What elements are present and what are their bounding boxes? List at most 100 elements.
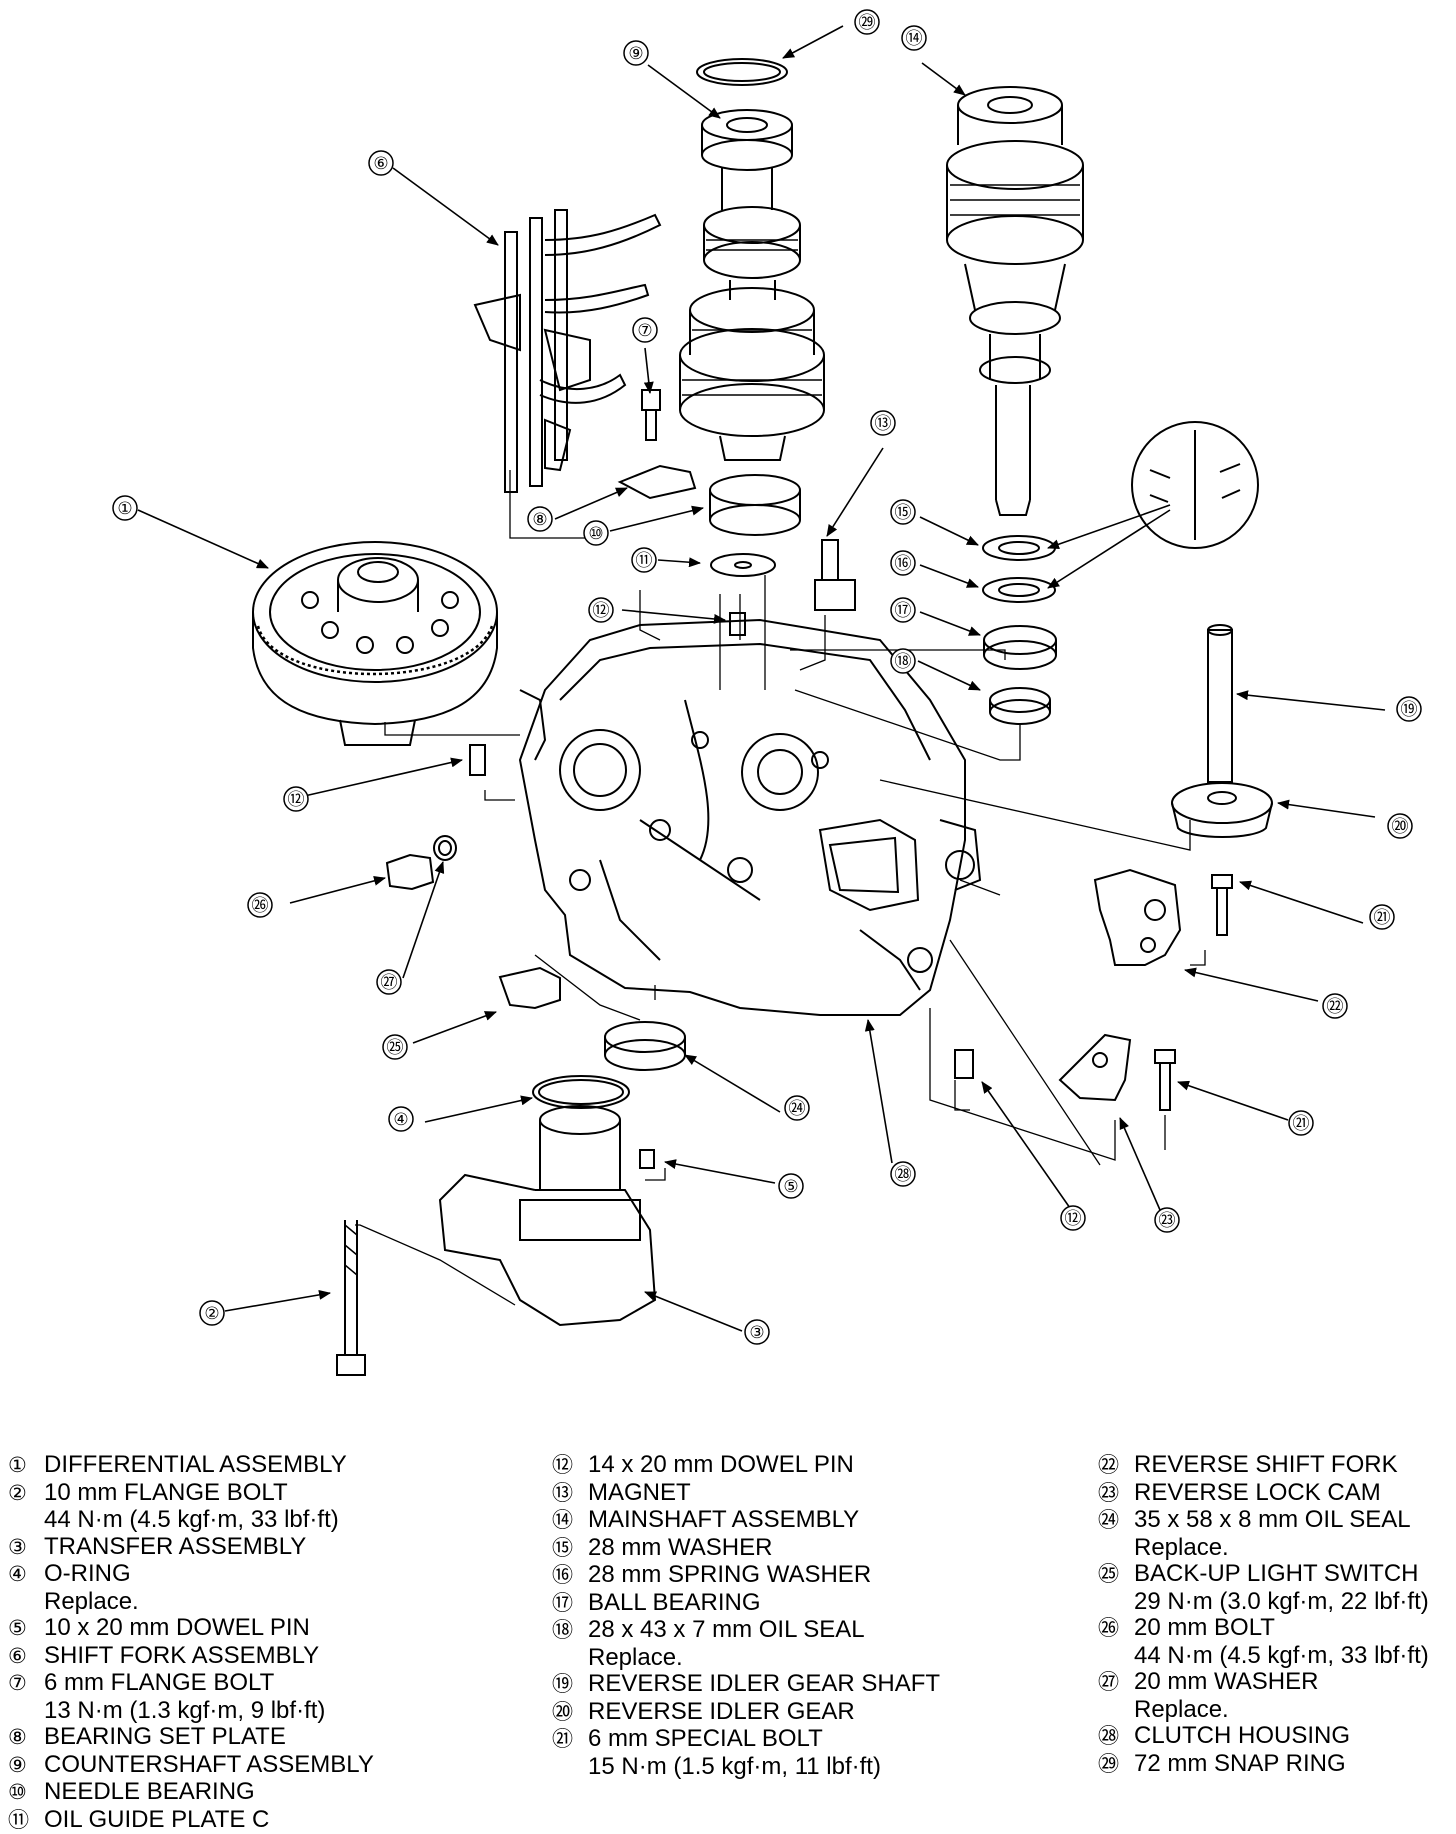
svg-text:⑱: ⑱	[895, 652, 912, 671]
callout-labels: ① ② ③ ④ ⑤ ⑥ ⑦ ⑧ ⑨ ⑩ ⑪ ⑫ ⑫ ⑫ ⑬ ⑭ ⑮ ⑯ ⑰ ⑱ …	[113, 10, 1421, 1344]
legend-item-label: REVERSE IDLER GEAR	[588, 1698, 855, 1725]
legend-item-label: TRANSFER ASSEMBLY	[44, 1533, 306, 1560]
reverse-idler-parts	[1172, 625, 1272, 837]
callout-9: ⑨	[624, 41, 648, 65]
legend-item-label: 14 x 20 mm DOWEL PIN	[588, 1451, 854, 1478]
callout-12c: ⑫	[1061, 1206, 1085, 1230]
legend-item-number: ㉔	[1098, 1508, 1134, 1535]
legend-item-label: REVERSE LOCK CAM	[1134, 1479, 1381, 1506]
callout-2: ②	[200, 1301, 224, 1325]
svg-text:⑭: ⑭	[906, 29, 923, 48]
svg-text:㉒: ㉒	[1327, 997, 1344, 1016]
svg-text:⑤: ⑤	[783, 1177, 798, 1196]
callout-12b: ⑫	[284, 787, 308, 811]
clutch-housing-part	[520, 620, 980, 1015]
svg-text:⑦: ⑦	[637, 321, 652, 340]
legend-item-number: ⑪	[8, 1808, 44, 1834]
svg-text:⑩: ⑩	[588, 524, 603, 543]
legend-item-number: ⑨	[8, 1753, 44, 1780]
callout-23: ㉓	[1155, 1208, 1179, 1232]
legend-item-label: 28 mm WASHER	[588, 1534, 772, 1561]
callout-5: ⑤	[779, 1174, 803, 1198]
legend-item-number: ⑩	[8, 1780, 44, 1807]
legend-item-label: 35 x 58 x 8 mm OIL SEAL	[1134, 1506, 1411, 1533]
legend-item-label: SHIFT FORK ASSEMBLY	[44, 1642, 319, 1669]
legend-item-note: Replace.	[8, 1589, 374, 1616]
svg-text:㉔: ㉔	[789, 1099, 806, 1118]
legend-item-number: ⑯	[552, 1563, 588, 1590]
svg-text:㉓: ㉓	[1159, 1211, 1176, 1230]
svg-text:⑬: ⑬	[875, 414, 892, 433]
callout-16: ⑯	[891, 551, 915, 575]
svg-text:⑫: ⑫	[593, 601, 610, 620]
callout-8: ⑧	[528, 507, 552, 531]
legend-item-number: ⑱	[552, 1618, 588, 1645]
callout-19: ⑲	[1397, 697, 1421, 721]
legend-item-number: ④	[8, 1562, 44, 1589]
legend-item-number: ㉒	[1098, 1453, 1134, 1480]
callout-10: ⑩	[584, 521, 608, 545]
callout-11: ⑪	[632, 548, 656, 572]
legend-item-label: BACK-UP LIGHT SWITCH	[1134, 1560, 1418, 1587]
legend-item-label: 28 mm SPRING WASHER	[588, 1561, 871, 1588]
legend-item-label: 6 mm SPECIAL BOLT	[588, 1725, 823, 1752]
legend-item-number: ②	[8, 1481, 44, 1508]
legend-item-number: ㉗	[1098, 1670, 1134, 1697]
legend-item-label: OIL GUIDE PLATE C	[44, 1806, 269, 1833]
legend-item-label: DIFFERENTIAL ASSEMBLY	[44, 1451, 347, 1478]
legend-item-label: O-RING	[44, 1560, 131, 1587]
legend-item-number: ⑤	[8, 1616, 44, 1643]
legend-item-number: ⑭	[552, 1508, 588, 1535]
legend-item-number: ⑬	[552, 1481, 588, 1508]
legend-item-label: REVERSE SHIFT FORK	[1134, 1451, 1398, 1478]
callout-3: ③	[745, 1320, 769, 1344]
legend-item-number: ⑳	[552, 1700, 588, 1727]
legend-item-label: 28 x 43 x 7 mm OIL SEAL	[588, 1616, 865, 1643]
legend-item-note: Replace.	[552, 1645, 940, 1672]
callout-27: ㉗	[377, 970, 401, 994]
legend-item-label: CLUTCH HOUSING	[1134, 1722, 1350, 1749]
snap-ring-part	[697, 59, 787, 85]
svg-text:㉑: ㉑	[1374, 908, 1391, 927]
legend-item-number: ㉓	[1098, 1481, 1134, 1508]
legend-item-note: Replace.	[1098, 1697, 1429, 1724]
legend-item-note: 29 N·m (3.0 kgf·m, 22 lbf·ft)	[1098, 1589, 1429, 1616]
legend-item-number: ㉘	[1098, 1724, 1134, 1751]
callout-13: ⑬	[871, 411, 895, 435]
callout-21b: ㉑	[1289, 1111, 1313, 1135]
svg-text:㉙: ㉙	[859, 13, 876, 32]
legend-item-number: ㉑	[552, 1727, 588, 1754]
countershaft-assembly-part	[680, 110, 824, 460]
legend-item-label: MAINSHAFT ASSEMBLY	[588, 1506, 859, 1533]
svg-text:㉕: ㉕	[387, 1038, 404, 1057]
legend-item-number: ⑦	[8, 1671, 44, 1698]
leader-arrows	[138, 26, 1385, 1331]
legend-item-label: 10 mm FLANGE BOLT	[44, 1479, 288, 1506]
callout-12a: ⑫	[589, 598, 613, 622]
legend-item-number: ⑮	[552, 1536, 588, 1563]
transfer-assembly-part	[337, 1076, 655, 1375]
legend-item-label: 72 mm SNAP RING	[1134, 1750, 1346, 1777]
svg-text:⑫: ⑫	[1065, 1209, 1082, 1228]
legend-item-number: ③	[8, 1535, 44, 1562]
differential-assembly-part	[253, 542, 497, 745]
legend-item-number: ㉕	[1098, 1562, 1134, 1589]
svg-text:⑥: ⑥	[373, 154, 388, 173]
svg-text:⑮: ⑮	[895, 503, 912, 522]
svg-text:⑨: ⑨	[628, 44, 643, 63]
reverse-lock-cam-part	[1060, 1035, 1130, 1100]
svg-text:⑲: ⑲	[1401, 700, 1418, 719]
